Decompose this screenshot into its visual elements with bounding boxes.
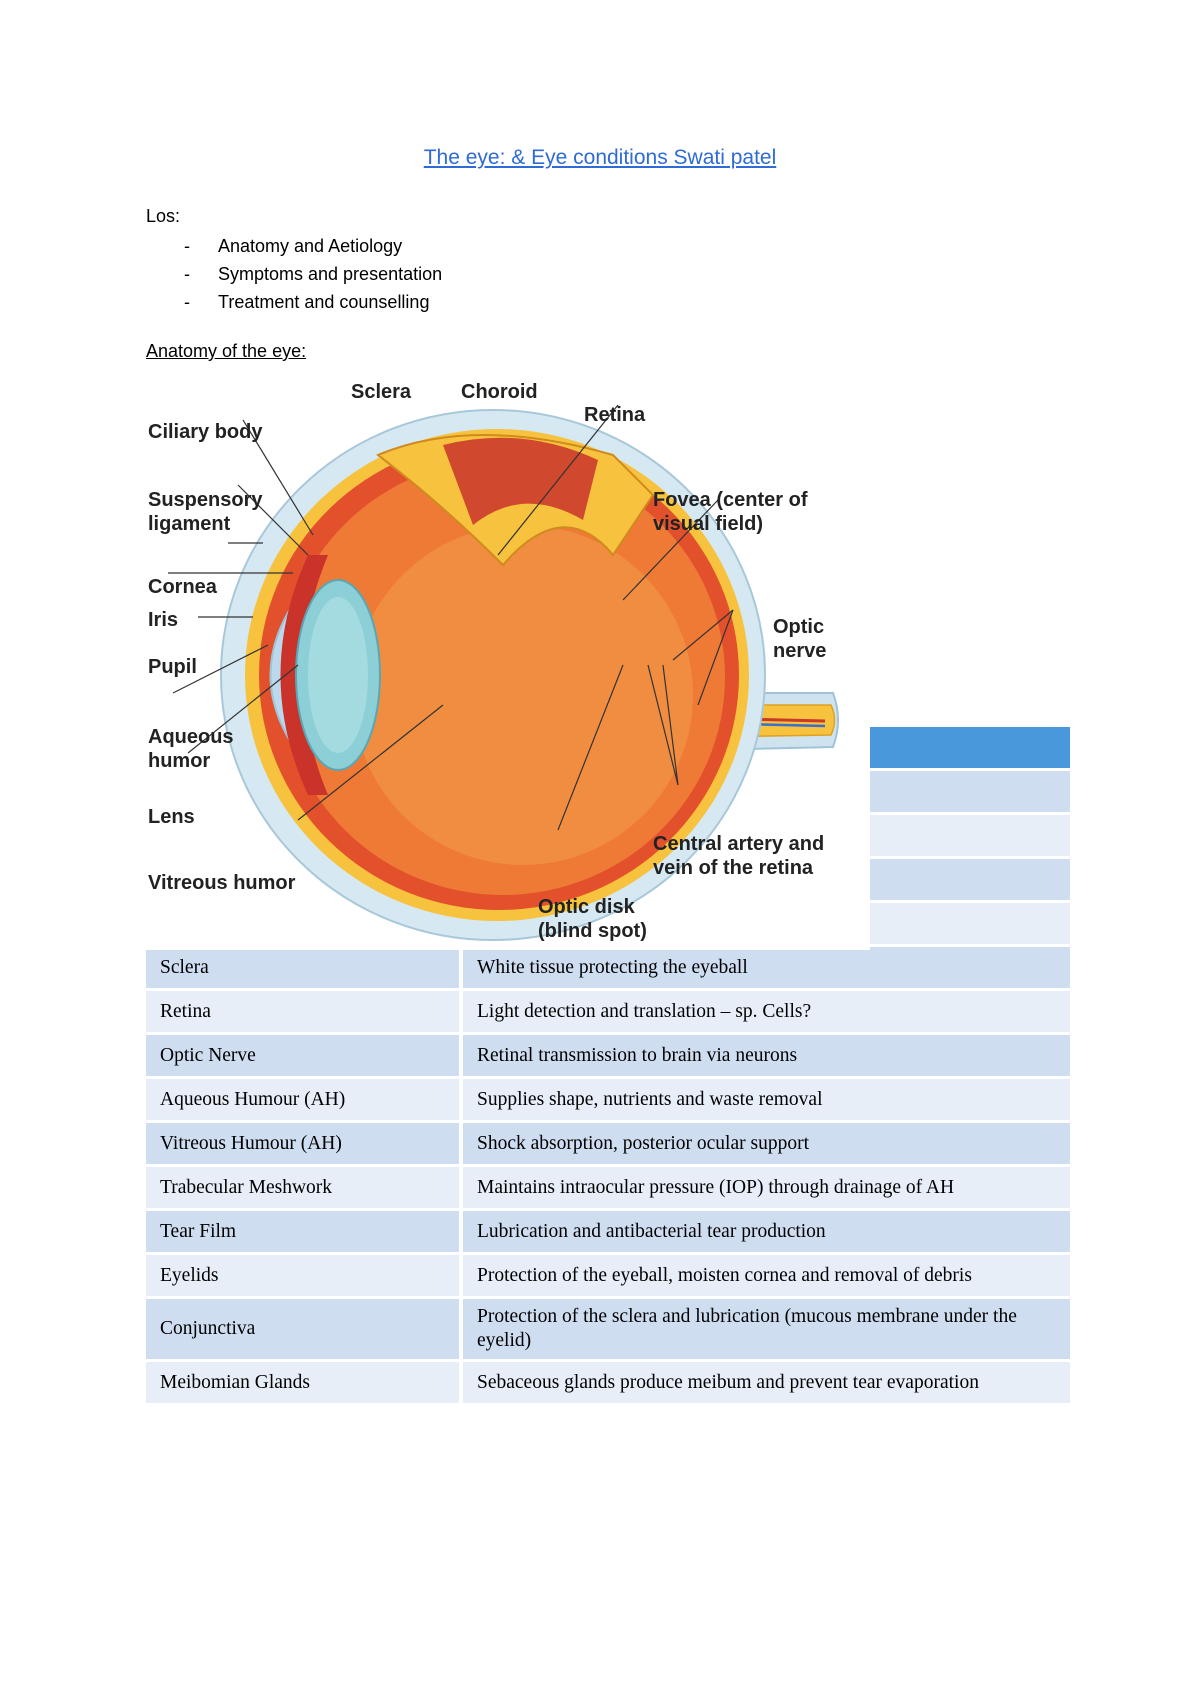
learning-objectives-list: -Anatomy and Aetiology -Symptoms and pre… — [146, 232, 442, 316]
eye-anatomy-diagram: Sclera Choroid Retina Ciliary body Suspe… — [143, 375, 870, 950]
document-title: The eye: & Eye conditions Swati patel — [423, 146, 777, 169]
label-optic-disk: Optic disk (blind spot) — [538, 896, 647, 942]
learning-objectives-label: Los: — [146, 206, 181, 226]
table-row: Vitreous Humour (AH)Shock absorption, po… — [146, 1123, 1070, 1167]
label-lens: Lens — [148, 806, 195, 828]
label-aqueous-humor: Aqueous humor — [148, 726, 234, 772]
list-item: -Treatment and counselling — [184, 292, 430, 312]
table-row: Aqueous Humour (AH)Supplies shape, nutri… — [146, 1079, 1070, 1123]
list-item: -Anatomy and Aetiology — [184, 236, 403, 256]
label-sclera: Sclera — [351, 381, 412, 403]
label-vitreous-humor: Vitreous humor — [148, 872, 296, 894]
label-choroid: Choroid — [461, 381, 538, 403]
label-fovea: Fovea (center of visual field) — [653, 489, 808, 535]
list-item: -Symptoms and presentation — [184, 264, 443, 284]
label-optic-nerve: Optic nerve — [773, 616, 827, 662]
label-ciliary-body: Ciliary body — [148, 421, 263, 443]
label-central-artery: Central artery and vein of the retina — [653, 833, 825, 879]
label-pupil: Pupil — [148, 656, 197, 678]
eye-cross-section-illustration — [168, 404, 839, 941]
label-suspensory-ligament: Suspensory ligament — [148, 489, 263, 535]
section-heading: Anatomy of the eye: — [146, 341, 307, 361]
label-retina: Retina — [584, 404, 646, 426]
label-cornea: Cornea — [148, 576, 217, 598]
label-iris: Iris — [148, 609, 179, 631]
